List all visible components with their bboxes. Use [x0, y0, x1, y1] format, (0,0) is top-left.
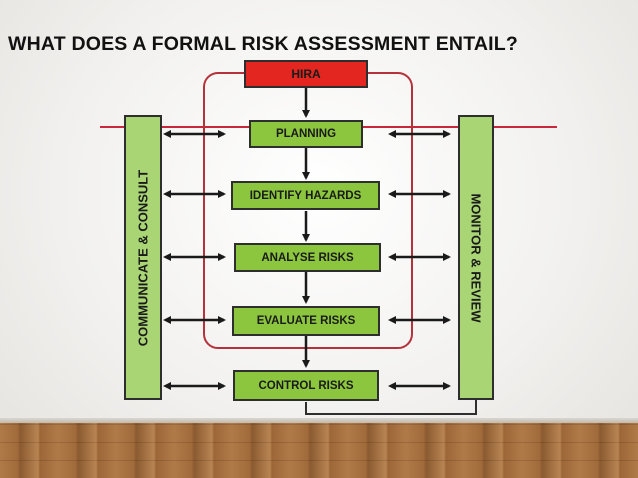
step-control-risks-label: CONTROL RISKS — [258, 379, 354, 392]
step-evaluate-risks-label: EVALUATE RISKS — [256, 315, 356, 327]
hira-box: HIRA — [244, 60, 368, 88]
monitor-review-label: MONITOR & REVIEW — [468, 192, 484, 323]
step-identify-hazards-box: IDENTIFY HAZARDS — [231, 181, 380, 210]
step-analyse-risks-label: ANALYSE RISKS — [261, 251, 354, 264]
step-planning-box: PLANNING — [249, 120, 363, 148]
step-planning-label: PLANNING — [275, 128, 337, 140]
slide-title: WHAT DOES A FORMAL RISK ASSESSMENT ENTAI… — [8, 33, 518, 55]
wooden-floor — [0, 423, 638, 478]
step-analyse-risks-box: ANALYSE RISKS — [234, 243, 381, 272]
floor-shadow — [0, 418, 638, 426]
monitor-review-bar: MONITOR & REVIEW — [458, 115, 494, 400]
step-identify-hazards-label: IDENTIFY HAZARDS — [249, 189, 362, 202]
step-control-risks-box: CONTROL RISKS — [233, 370, 379, 401]
communicate-consult-bar: COMMUNICATE & CONSULT — [124, 115, 162, 400]
communicate-consult-label: COMMUNICATE & CONSULT — [135, 169, 151, 346]
feedback-loop-line — [305, 400, 477, 415]
step-evaluate-risks-box: EVALUATE RISKS — [232, 306, 380, 336]
hira-label: HIRA — [291, 67, 321, 81]
